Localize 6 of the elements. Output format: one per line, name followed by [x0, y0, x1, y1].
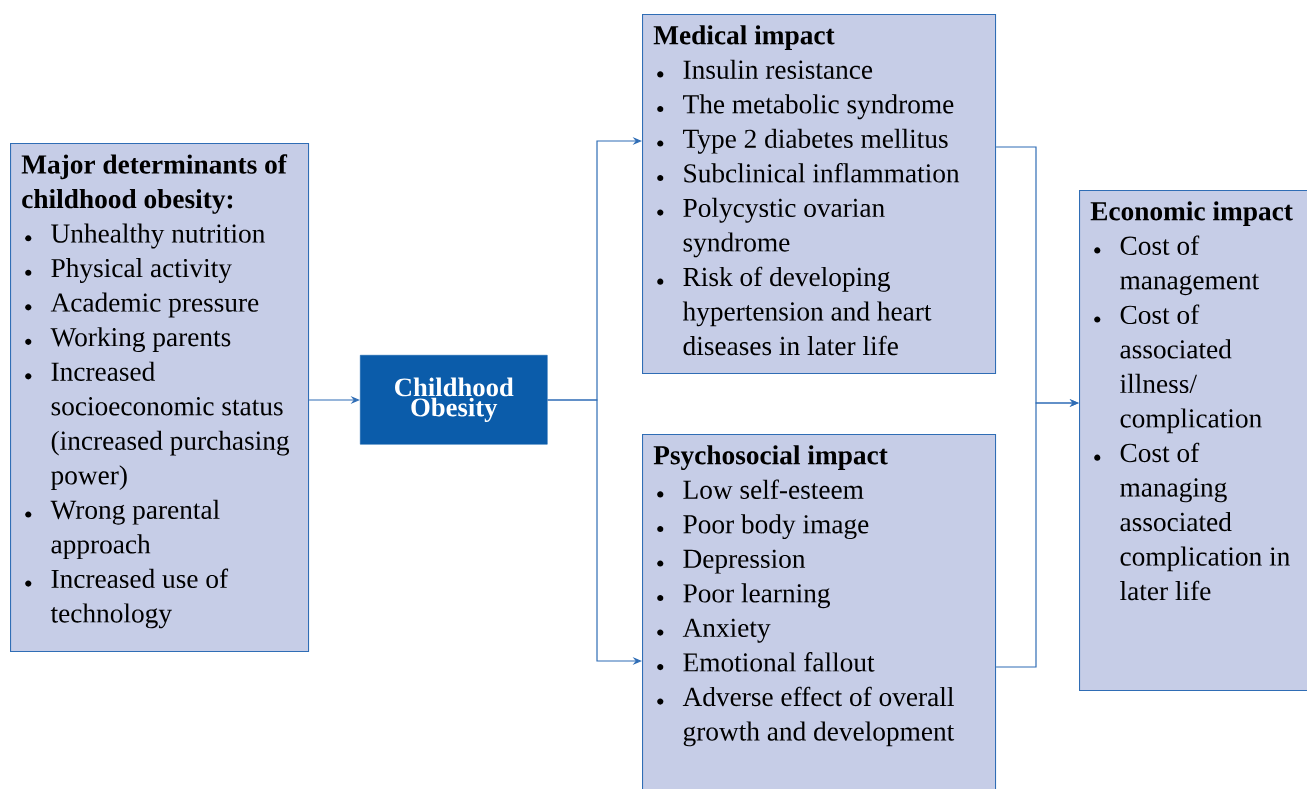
- list-box: Major determinants of childhood obesity: Unhealthy nutrition Physical activity Academic pressure Working parents Increased socioeconomic status (increased purchasing power) Wrong parental approach Increased use of technology: [10, 143, 310, 653]
- list-box: Psychosocial impact Low self-esteem Poor body image Depression Poor learning Anxiety Emotional fallout Adverse effect of overall growth and development: [642, 434, 997, 789]
- list-box: Medical impact Insulin resistance The metabolic syndrome Type 2 diabetes mellitus Subclinical inflammation Polycystic ovarian syndrome Risk of developing hypertension and heart diseases in later life: [642, 14, 997, 375]
- list-box: Economic impact Cost of management Cost of associated illness/ complication Cost of managing associated complication in later life: [1079, 190, 1307, 692]
- center-box: Childhood Obesity: [360, 355, 548, 445]
- arrow: [995, 398, 1079, 668]
